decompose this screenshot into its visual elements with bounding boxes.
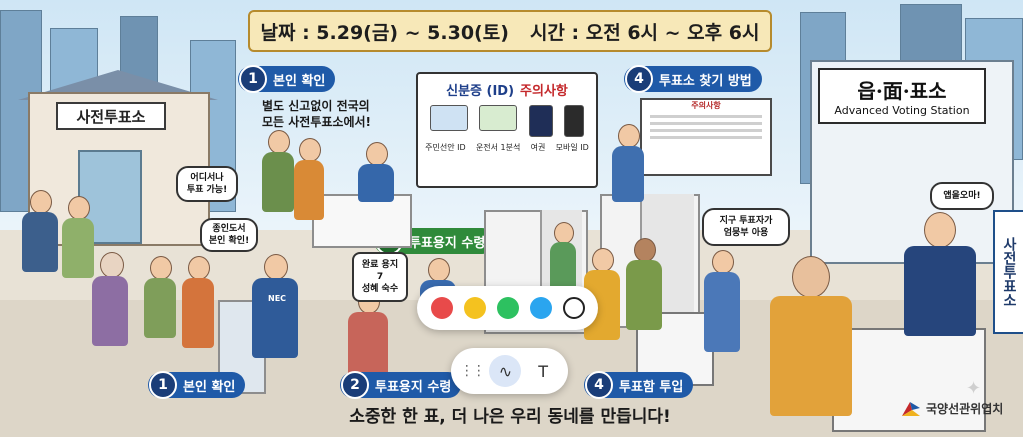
person — [20, 190, 60, 350]
person — [292, 138, 326, 248]
speech-bubble: 종인도서 본인 확인! — [200, 218, 258, 252]
vertical-banner: 사전투표소 — [993, 210, 1023, 334]
step-label: 본인 확인 — [183, 379, 236, 395]
speech-bubble: 완료 용지 7 성혜 숙수 — [352, 252, 408, 302]
election-commission-logo-icon — [902, 402, 920, 416]
person — [90, 252, 130, 392]
step-label: 본인 확인 — [273, 73, 326, 89]
color-swatch-white[interactable] — [562, 297, 585, 319]
step-4-top: 4 투표소 찾기 방법 — [624, 65, 762, 93]
mobile-id-icon — [564, 105, 585, 137]
passport-icon — [528, 105, 553, 137]
logo-text: 국양선관위엽치 — [926, 402, 1004, 416]
speech-bubble: 앱을오마! — [930, 182, 994, 210]
school-sign: 사전투표소 — [56, 102, 166, 130]
id-board-warning: 주의사항 — [520, 84, 568, 99]
id-label: 운전서 1분석 — [475, 143, 521, 152]
id-label: 여권 — [530, 143, 546, 152]
person — [582, 248, 622, 388]
color-swatch-red[interactable] — [430, 297, 453, 319]
election-officer: NEC — [250, 254, 300, 404]
step-4-bottom: 4 투표함 투입 — [584, 371, 694, 399]
person — [60, 196, 96, 346]
color-palette — [417, 286, 598, 330]
step-label: 투표용지 수령 — [409, 235, 486, 251]
text-tool-button[interactable]: T — [527, 355, 559, 387]
pen-icon: ∿ — [498, 361, 513, 381]
step-label: 투표소 찾기 방법 — [659, 73, 752, 89]
step-number: 4 — [585, 371, 613, 399]
step-number: 1 — [239, 65, 267, 93]
person — [346, 290, 390, 430]
time-text: 시간 : 오전 6시 ~ 오후 6시 — [529, 21, 760, 44]
step-2-bottom: 2 투표용지 수령 — [340, 371, 462, 399]
speech-bubble: 어디서나 투표 가능! — [176, 166, 238, 202]
step-1-top: 1 본인 확인 — [238, 65, 336, 93]
speech-bubble: 지구 투표자가 엄뭉부 아용 — [702, 208, 790, 246]
driver-license-icon — [479, 105, 518, 131]
date-text: 날짜 : 5.29(금) ~ 5.30(토) — [260, 21, 509, 44]
drag-handle-icon[interactable]: ⋮⋮ — [459, 363, 486, 379]
person — [260, 130, 296, 240]
color-swatch-blue[interactable] — [529, 297, 552, 319]
id-board-title: 신분증 (ID) — [446, 84, 515, 99]
step-label: 투표함 투입 — [619, 379, 684, 395]
election-officer — [702, 250, 742, 400]
nec-badge: NEC — [268, 294, 287, 303]
id-board: 신분증 (ID) 주의사항 주민선안 ID 운전서 1분석 여권 모바일 ID — [416, 72, 598, 188]
step-1-bottom: 1 본인 확인 — [148, 371, 246, 399]
sparkle-icon: ✦ — [966, 378, 982, 399]
schedule-ribbon: 날짜 : 5.29(금) ~ 5.30(토) 시간 : 오전 6시 ~ 오후 6… — [248, 10, 772, 52]
step-label: 투표용지 수령 — [375, 379, 452, 395]
annotation-toolbar: ⋮⋮ ∿ T — [451, 348, 568, 394]
person — [548, 222, 578, 302]
resident-id-card-icon — [429, 105, 468, 131]
id-label: 주민선안 ID — [425, 143, 466, 152]
id-label: 모바일 ID — [555, 143, 589, 152]
step-number: 2 — [341, 371, 369, 399]
station-sign: 읍·面·표소 Advanced Voting Station — [818, 68, 986, 124]
election-officer — [900, 212, 980, 342]
person — [766, 256, 856, 437]
slogan: 소중한 한 표, 더 나은 우리 동네를 만듭니다! — [349, 407, 671, 427]
guide-board: 주의사항 — [640, 98, 772, 176]
station-sign-subtitle: Advanced Voting Station — [834, 104, 970, 117]
text-icon: T — [538, 361, 549, 381]
step-number: 4 — [625, 65, 653, 93]
election-officer — [610, 124, 646, 204]
election-officer — [356, 142, 396, 202]
registration-desk — [312, 194, 412, 248]
step-number: 1 — [149, 371, 177, 399]
color-swatch-yellow[interactable] — [463, 297, 486, 319]
guide-board-title: 주의사항 — [691, 101, 721, 110]
station-sign-title: 읍·面·표소 — [857, 79, 947, 103]
color-swatch-green[interactable] — [496, 297, 519, 319]
draw-tool-button[interactable]: ∿ — [489, 355, 522, 387]
person — [624, 238, 664, 378]
step-1-caption: 별도 신고없이 전국의 모든 사전투표소에서! — [262, 99, 372, 129]
person — [180, 256, 216, 386]
person — [142, 256, 178, 386]
